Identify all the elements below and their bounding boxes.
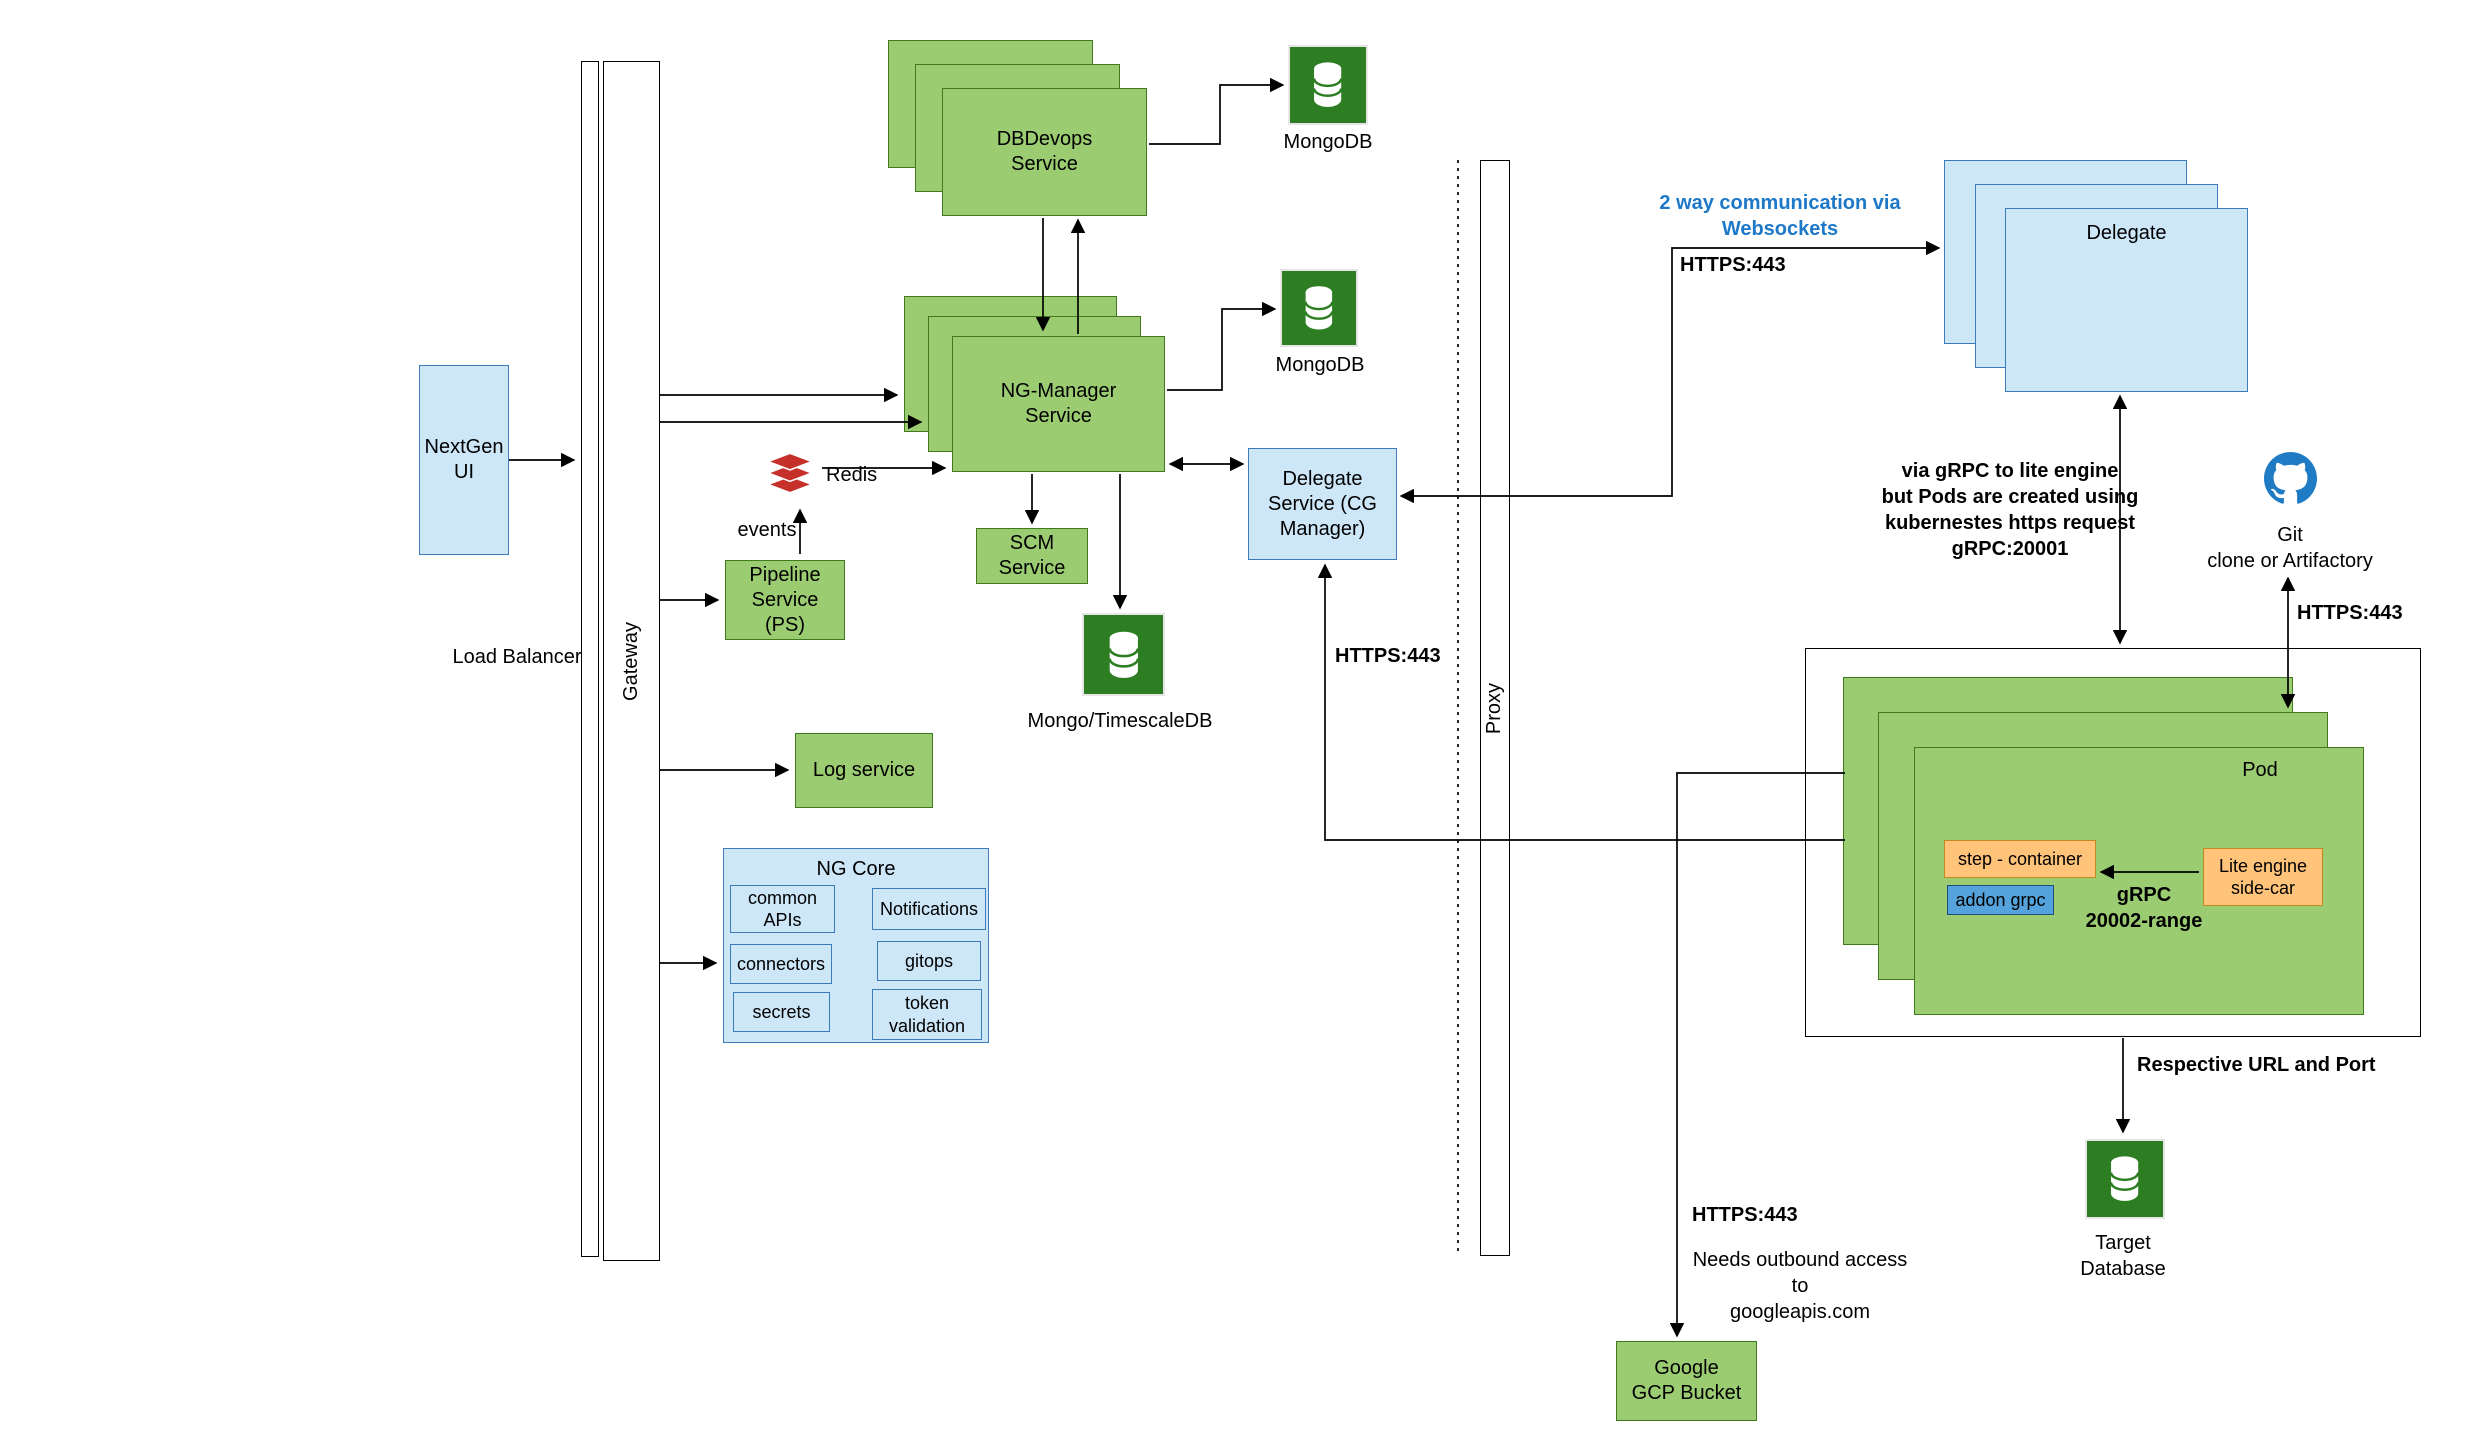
grpc-lite-engine-note: via gRPC to lite engine but Pods are cre… <box>1881 460 2139 560</box>
mongodb-mid-label: MongoDB <box>1275 354 1365 376</box>
gateway-bar: Gateway <box>603 61 660 1261</box>
dbdevops-service-box: DBDevops Service <box>942 88 1147 216</box>
database-cylinder-icon <box>1304 286 1334 330</box>
https-443-gcp-label: HTTPS:443 <box>1692 1204 1798 1226</box>
google-gcp-bucket-box: Google GCP Bucket <box>1616 1341 1757 1421</box>
ng-core-common-apis: common APIs <box>730 885 835 933</box>
ng-core-notifications: Notifications <box>872 888 986 930</box>
ng-core-title: NG Core <box>816 858 896 880</box>
respective-url-label: Respective URL and Port <box>2137 1054 2376 1076</box>
ng-core-gitops-label: gitops <box>904 950 954 971</box>
ng-core-secrets-label: secrets <box>752 1001 811 1022</box>
log-service-box: Log service <box>795 733 933 808</box>
load-balancer-bar <box>581 61 599 1257</box>
pipeline-service-box: Pipeline Service (PS) <box>725 560 845 640</box>
ng-core-gitops: gitops <box>877 941 981 981</box>
ng-core-token-validation-label: token validation <box>888 993 966 1036</box>
log-service-label: Log service <box>812 759 916 781</box>
load-balancer-label: Load Balancer <box>452 646 582 668</box>
ng-manager-service-box: NG-Manager Service <box>952 336 1165 472</box>
database-cylinder-icon <box>1313 62 1343 108</box>
websockets-note: 2 way communication via Websockets <box>1659 192 1901 240</box>
git-clone-label: Git clone or Artifactory <box>2207 524 2373 572</box>
mongo-timescaledb-icon <box>1082 613 1165 696</box>
mongo-timescaledb-label: Mongo/TimescaleDB <box>1027 710 1213 732</box>
grpc-20002-range-label: gRPC 20002-range <box>2085 884 2203 932</box>
ng-core-common-apis-label: common APIs <box>747 887 818 931</box>
addon-grpc-box: addon grpc <box>1947 885 2054 915</box>
https-443-websockets-label: HTTPS:443 <box>1680 254 1786 276</box>
https-443-git-label: HTTPS:443 <box>2297 602 2403 624</box>
step-container-box: step - container <box>1944 840 2096 878</box>
database-cylinder-icon <box>1108 631 1139 678</box>
addon-grpc-label: addon grpc <box>1955 889 2046 910</box>
lite-engine-sidecar-label: Lite engine side-car <box>2218 855 2308 899</box>
mongodb-mid-icon <box>1280 269 1358 347</box>
step-container-label: step - container <box>1957 848 2083 869</box>
mongodb-top-label: MongoDB <box>1283 131 1373 153</box>
dbdevops-service-label: DBDevops Service <box>996 128 1093 175</box>
lite-engine-sidecar-box: Lite engine side-car <box>2203 848 2323 906</box>
pod-label: Pod <box>2242 759 2278 781</box>
nextgen-ui-label: NextGen UI <box>424 436 504 483</box>
ng-manager-service-label: NG-Manager Service <box>1000 380 1117 427</box>
scm-service-box: SCM Service <box>976 528 1088 584</box>
ng-core-token-validation: token validation <box>872 989 982 1040</box>
ng-core-connectors-label: connectors <box>736 953 826 974</box>
ng-core-notifications-label: Notifications <box>879 898 979 919</box>
pipeline-service-label: Pipeline Service (PS) <box>749 563 821 636</box>
redis-icon <box>763 446 817 500</box>
delegate-service-label: Delegate Service (CG Manager) <box>1268 467 1377 540</box>
target-database-label: Target Database <box>2080 1232 2166 1280</box>
google-gcp-bucket-label: Google GCP Bucket <box>1631 1357 1742 1404</box>
gateway-label: Gateway <box>620 621 642 701</box>
github-icon <box>2264 452 2317 505</box>
ng-core-connectors: connectors <box>730 944 832 984</box>
scm-service-label: SCM Service <box>998 532 1066 579</box>
target-database-icon <box>2085 1139 2165 1219</box>
mongodb-top-icon <box>1288 45 1368 125</box>
delegate-box: Delegate <box>2005 208 2248 392</box>
delegate-label: Delegate <box>2086 222 2167 244</box>
redis-label: Redis <box>826 464 878 486</box>
database-cylinder-icon <box>2110 1156 2140 1202</box>
delegate-service-box: Delegate Service (CG Manager) <box>1248 448 1397 560</box>
https-443-delegate-label: HTTPS:443 <box>1335 645 1441 667</box>
nextgen-ui-box: NextGen UI <box>419 365 509 555</box>
proxy-bar: Proxy <box>1480 160 1510 1256</box>
gcp-outbound-note: Needs outbound access to googleapis.com <box>1692 1249 1908 1323</box>
proxy-label: Proxy <box>1483 682 1506 734</box>
ng-core-secrets: secrets <box>733 992 830 1032</box>
events-label: events <box>737 519 797 541</box>
